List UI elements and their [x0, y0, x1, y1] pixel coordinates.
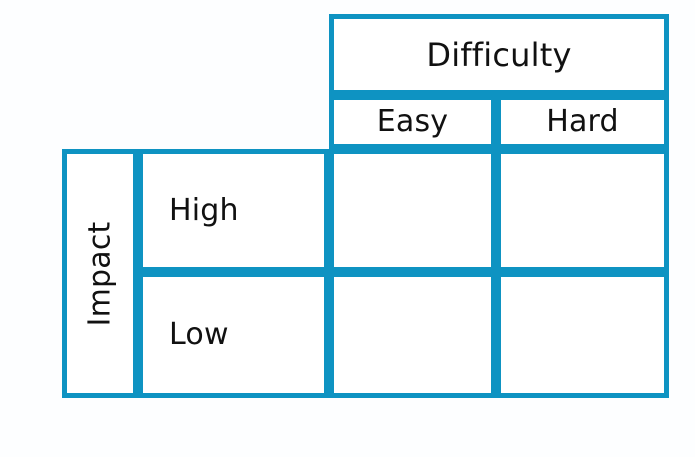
row-header-low: Low [138, 272, 329, 398]
matrix-cell-low-hard[interactable] [496, 272, 669, 398]
impact-group-label: Impact [82, 221, 117, 326]
row-header-low-label: Low [169, 317, 229, 352]
matrix-cell-low-easy[interactable] [329, 272, 496, 398]
matrix-cell-high-easy[interactable] [329, 149, 496, 272]
column-header-easy-label: Easy [376, 104, 449, 139]
column-header-hard: Hard [496, 95, 669, 149]
difficulty-group-header: Difficulty [329, 14, 669, 95]
column-header-hard-label: Hard [546, 104, 619, 139]
difficulty-group-label: Difficulty [426, 35, 572, 74]
row-header-high-label: High [169, 192, 239, 228]
impact-group-header: Impact [62, 149, 138, 398]
row-header-high: High [138, 149, 329, 272]
column-header-easy: Easy [329, 95, 496, 149]
matrix-cell-high-hard[interactable] [496, 149, 669, 272]
